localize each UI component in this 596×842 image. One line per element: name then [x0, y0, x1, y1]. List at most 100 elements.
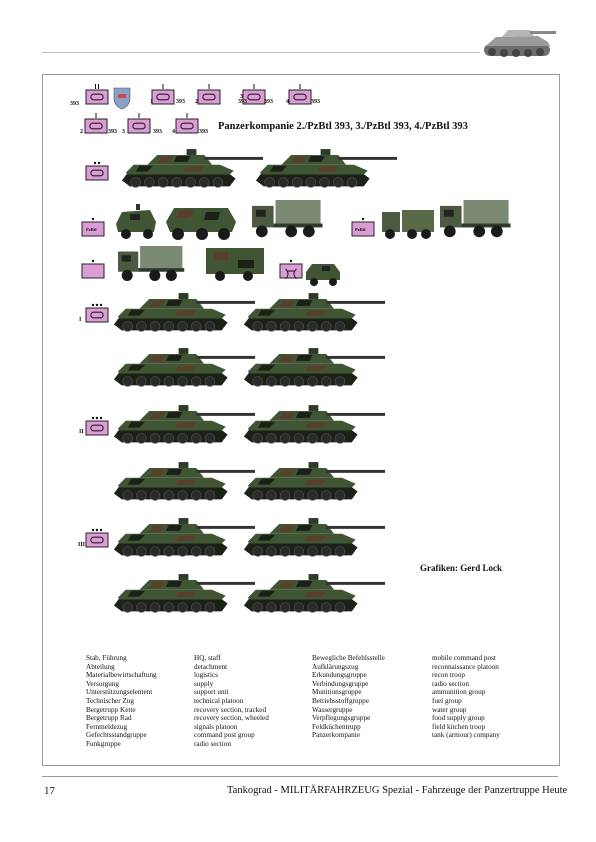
unit-symbol-icon	[197, 84, 221, 105]
legend-column-german-1: Stab, Führung Abteilung Materialbewirtsc…	[86, 654, 157, 749]
legend-item: field kitchen troop	[432, 722, 486, 731]
legend-item: fuel group	[432, 696, 462, 705]
label-platoon-2: 2	[195, 99, 198, 105]
label-unit-number: 393	[70, 101, 79, 107]
legend-item: technical platoon	[194, 696, 244, 705]
footer-text: Tankograd - MILITÄRFAHRZEUG Spezial - Fa…	[227, 785, 568, 796]
tank-side-icon	[243, 462, 386, 501]
label-platoon-1: 1	[150, 99, 153, 105]
legend-column-english-2: mobile command post reconnaissance plato…	[432, 654, 500, 740]
wheeled-apc-icon	[166, 208, 236, 240]
tank-side-icon	[113, 518, 256, 557]
label-unit-number: 393	[176, 99, 185, 105]
tank-side-icon	[243, 405, 386, 444]
truck-icon	[440, 200, 511, 238]
legend-item: Verbindungsgruppe	[312, 679, 369, 688]
label-platoon-3: 3	[240, 94, 243, 100]
tank-side-icon	[113, 405, 256, 444]
label-platoon-I: I	[79, 317, 82, 323]
legend-item: Wassergruppe	[312, 705, 353, 714]
legend-item: ammunition group	[432, 688, 486, 697]
unit-symbol-icon	[85, 84, 109, 105]
truck-icon	[118, 246, 185, 281]
label-unit-number: 393	[153, 129, 162, 135]
tank-side-icon	[113, 348, 256, 387]
armoured-car-icon	[116, 204, 156, 239]
label-platoon-3: 3	[122, 129, 125, 135]
legend-item: Panzerkompanie	[312, 731, 360, 740]
legend-item: Materialbewirtschaftung	[86, 671, 157, 680]
legend-item: recon troop	[432, 671, 465, 680]
unit-symbol-icon	[288, 84, 312, 105]
tank-side-icon	[255, 149, 398, 188]
graphics-credit: Grafiken: Gerd Lock	[420, 563, 502, 573]
unit-symbol-icon	[279, 259, 303, 280]
truck-icon	[252, 200, 323, 238]
legend-item: tank (armour) company	[432, 731, 500, 740]
unit-symbol-icon	[85, 303, 109, 323]
legend-column-german-2: Bewegliche Befehlsstelle Aufklärungszug …	[312, 654, 385, 740]
tank-side-icon	[113, 462, 256, 501]
legend-item: HQ, staff	[194, 654, 221, 662]
legend-item: recovery section, tracked	[194, 705, 267, 714]
unit-symbol-icon	[151, 84, 175, 105]
label-platoon-4: 4	[286, 99, 289, 105]
legend-item: Versorgung	[86, 679, 120, 688]
unit-symbol-icon	[81, 217, 105, 237]
legend-item: supply	[194, 679, 214, 688]
tank-side-icon	[113, 574, 256, 613]
legend-item: Verpflegungsgruppe	[312, 714, 371, 723]
legend-column-english-1: HQ, staff detachment logistics supply su…	[194, 654, 269, 749]
header-rule	[42, 52, 480, 53]
tank-side-icon	[121, 149, 264, 188]
header-tank-icon	[484, 30, 556, 57]
unit-symbol-icon	[242, 84, 266, 105]
legend-item: water group	[432, 705, 467, 714]
coat-of-arms-icon	[113, 87, 131, 110]
legend-item: Unterstützungselement	[86, 688, 153, 697]
unit-symbol-icon	[351, 217, 375, 237]
unit-symbol-icon	[127, 113, 151, 134]
organisation-chart-frame	[42, 74, 560, 766]
trailer-icon	[206, 248, 264, 281]
unit-symbol-icon	[85, 161, 109, 181]
legend-item: detachment	[194, 662, 228, 671]
legend-item: Bewegliche Befehlsstelle	[312, 654, 385, 662]
legend-item: Bergetrupp Kette	[86, 705, 136, 714]
legend-item: reconnaissance platoon	[432, 662, 499, 671]
legend-item: Munitionsgruppe	[312, 688, 362, 697]
unit-symbol-icon	[175, 113, 199, 134]
label-platoon-2: 2	[80, 129, 83, 135]
label-platoon-4: 4	[172, 129, 175, 135]
tank-side-icon	[243, 348, 386, 387]
legend-item: Technischer Zug	[86, 696, 134, 705]
unit-symbol-icon	[85, 528, 109, 548]
label-unit-number: 393	[311, 99, 320, 105]
label-unit-number: 393	[108, 129, 117, 135]
legend-item: food supply group	[432, 714, 485, 723]
legend-item: Gefechtsstandgruppe	[86, 731, 147, 740]
legend-item: Stab, Führung	[86, 654, 127, 662]
legend-item: recovery section, wheeled	[194, 714, 269, 723]
legend-item: Betriebsstoffgruppe	[312, 696, 369, 705]
legend-item: Funkgruppe	[86, 739, 121, 748]
truck-icon	[382, 210, 434, 239]
legend-item: support unit	[194, 688, 229, 697]
label-platoon-II: II	[79, 429, 84, 435]
legend-item: Bergetrupp Rad	[86, 714, 132, 723]
legend-item: signals platoon	[194, 722, 238, 731]
label-unit-code: PzBtl	[355, 227, 366, 232]
tank-side-icon	[243, 293, 386, 332]
unit-symbol-icon	[84, 113, 108, 134]
legend-item: command post group	[194, 731, 255, 740]
label-unit-number: 393	[238, 99, 247, 105]
legend-item: Abteilung	[86, 662, 115, 671]
page-number: 17	[44, 785, 55, 797]
tank-side-icon	[243, 518, 386, 557]
tank-side-icon	[113, 293, 256, 332]
legend-item: Fernmeldezug	[86, 722, 128, 731]
unit-symbol-icon	[81, 259, 105, 279]
jeep-icon	[306, 264, 340, 286]
